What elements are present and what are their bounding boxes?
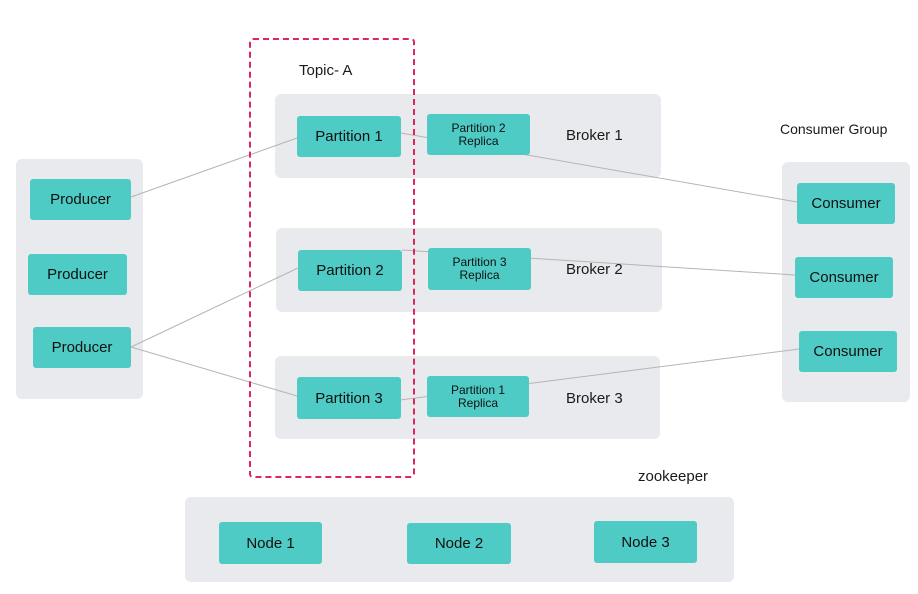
consumer-group-label: Consumer Group bbox=[780, 121, 888, 137]
link-producer1-partition1 bbox=[130, 137, 298, 198]
consumer-box-3: Consumer bbox=[799, 331, 897, 372]
replica-box-1-line2: Replica bbox=[458, 133, 499, 148]
partition-box-1: Partition 1 bbox=[297, 116, 401, 157]
producer-box-3: Producer bbox=[33, 327, 131, 368]
producer-box-1: Producer bbox=[30, 179, 131, 220]
replica-box-3-line1: Partition 1 bbox=[450, 382, 506, 397]
replica-box-2-line2: Replica bbox=[459, 268, 500, 282]
link-producer3-partition2 bbox=[130, 267, 299, 348]
partition-box-2: Partition 2 bbox=[298, 250, 402, 291]
link-producer3-partition3 bbox=[130, 346, 298, 397]
broker-label-3: Broker 3 bbox=[566, 390, 623, 407]
consumer-box-1: Consumer bbox=[797, 183, 895, 224]
zookeeper-node-2: Node 2 bbox=[407, 523, 511, 564]
replica-box-1: Partition 2 Replica bbox=[427, 114, 530, 155]
replica-box-3: Partition 1 Replica bbox=[427, 376, 529, 417]
replica-box-2: Partition 3 Replica bbox=[428, 248, 531, 290]
consumer-box-2: Consumer bbox=[795, 257, 893, 298]
replica-box-2-line1: Partition 3 bbox=[452, 255, 507, 269]
replica-box-3-line2: Replica bbox=[457, 395, 499, 410]
zookeeper-label: zookeeper bbox=[638, 468, 709, 485]
producer-box-2: Producer bbox=[28, 254, 127, 295]
topic-label: Topic- A bbox=[299, 62, 353, 79]
zookeeper-node-1: Node 1 bbox=[219, 522, 322, 564]
broker-label-2: Broker 2 bbox=[566, 261, 623, 278]
zookeeper-node-3: Node 3 bbox=[594, 521, 697, 563]
broker-label-1: Broker 1 bbox=[566, 127, 623, 144]
replica-box-1-line1: Partition 2 bbox=[451, 120, 506, 135]
partition-box-3: Partition 3 bbox=[297, 377, 401, 419]
